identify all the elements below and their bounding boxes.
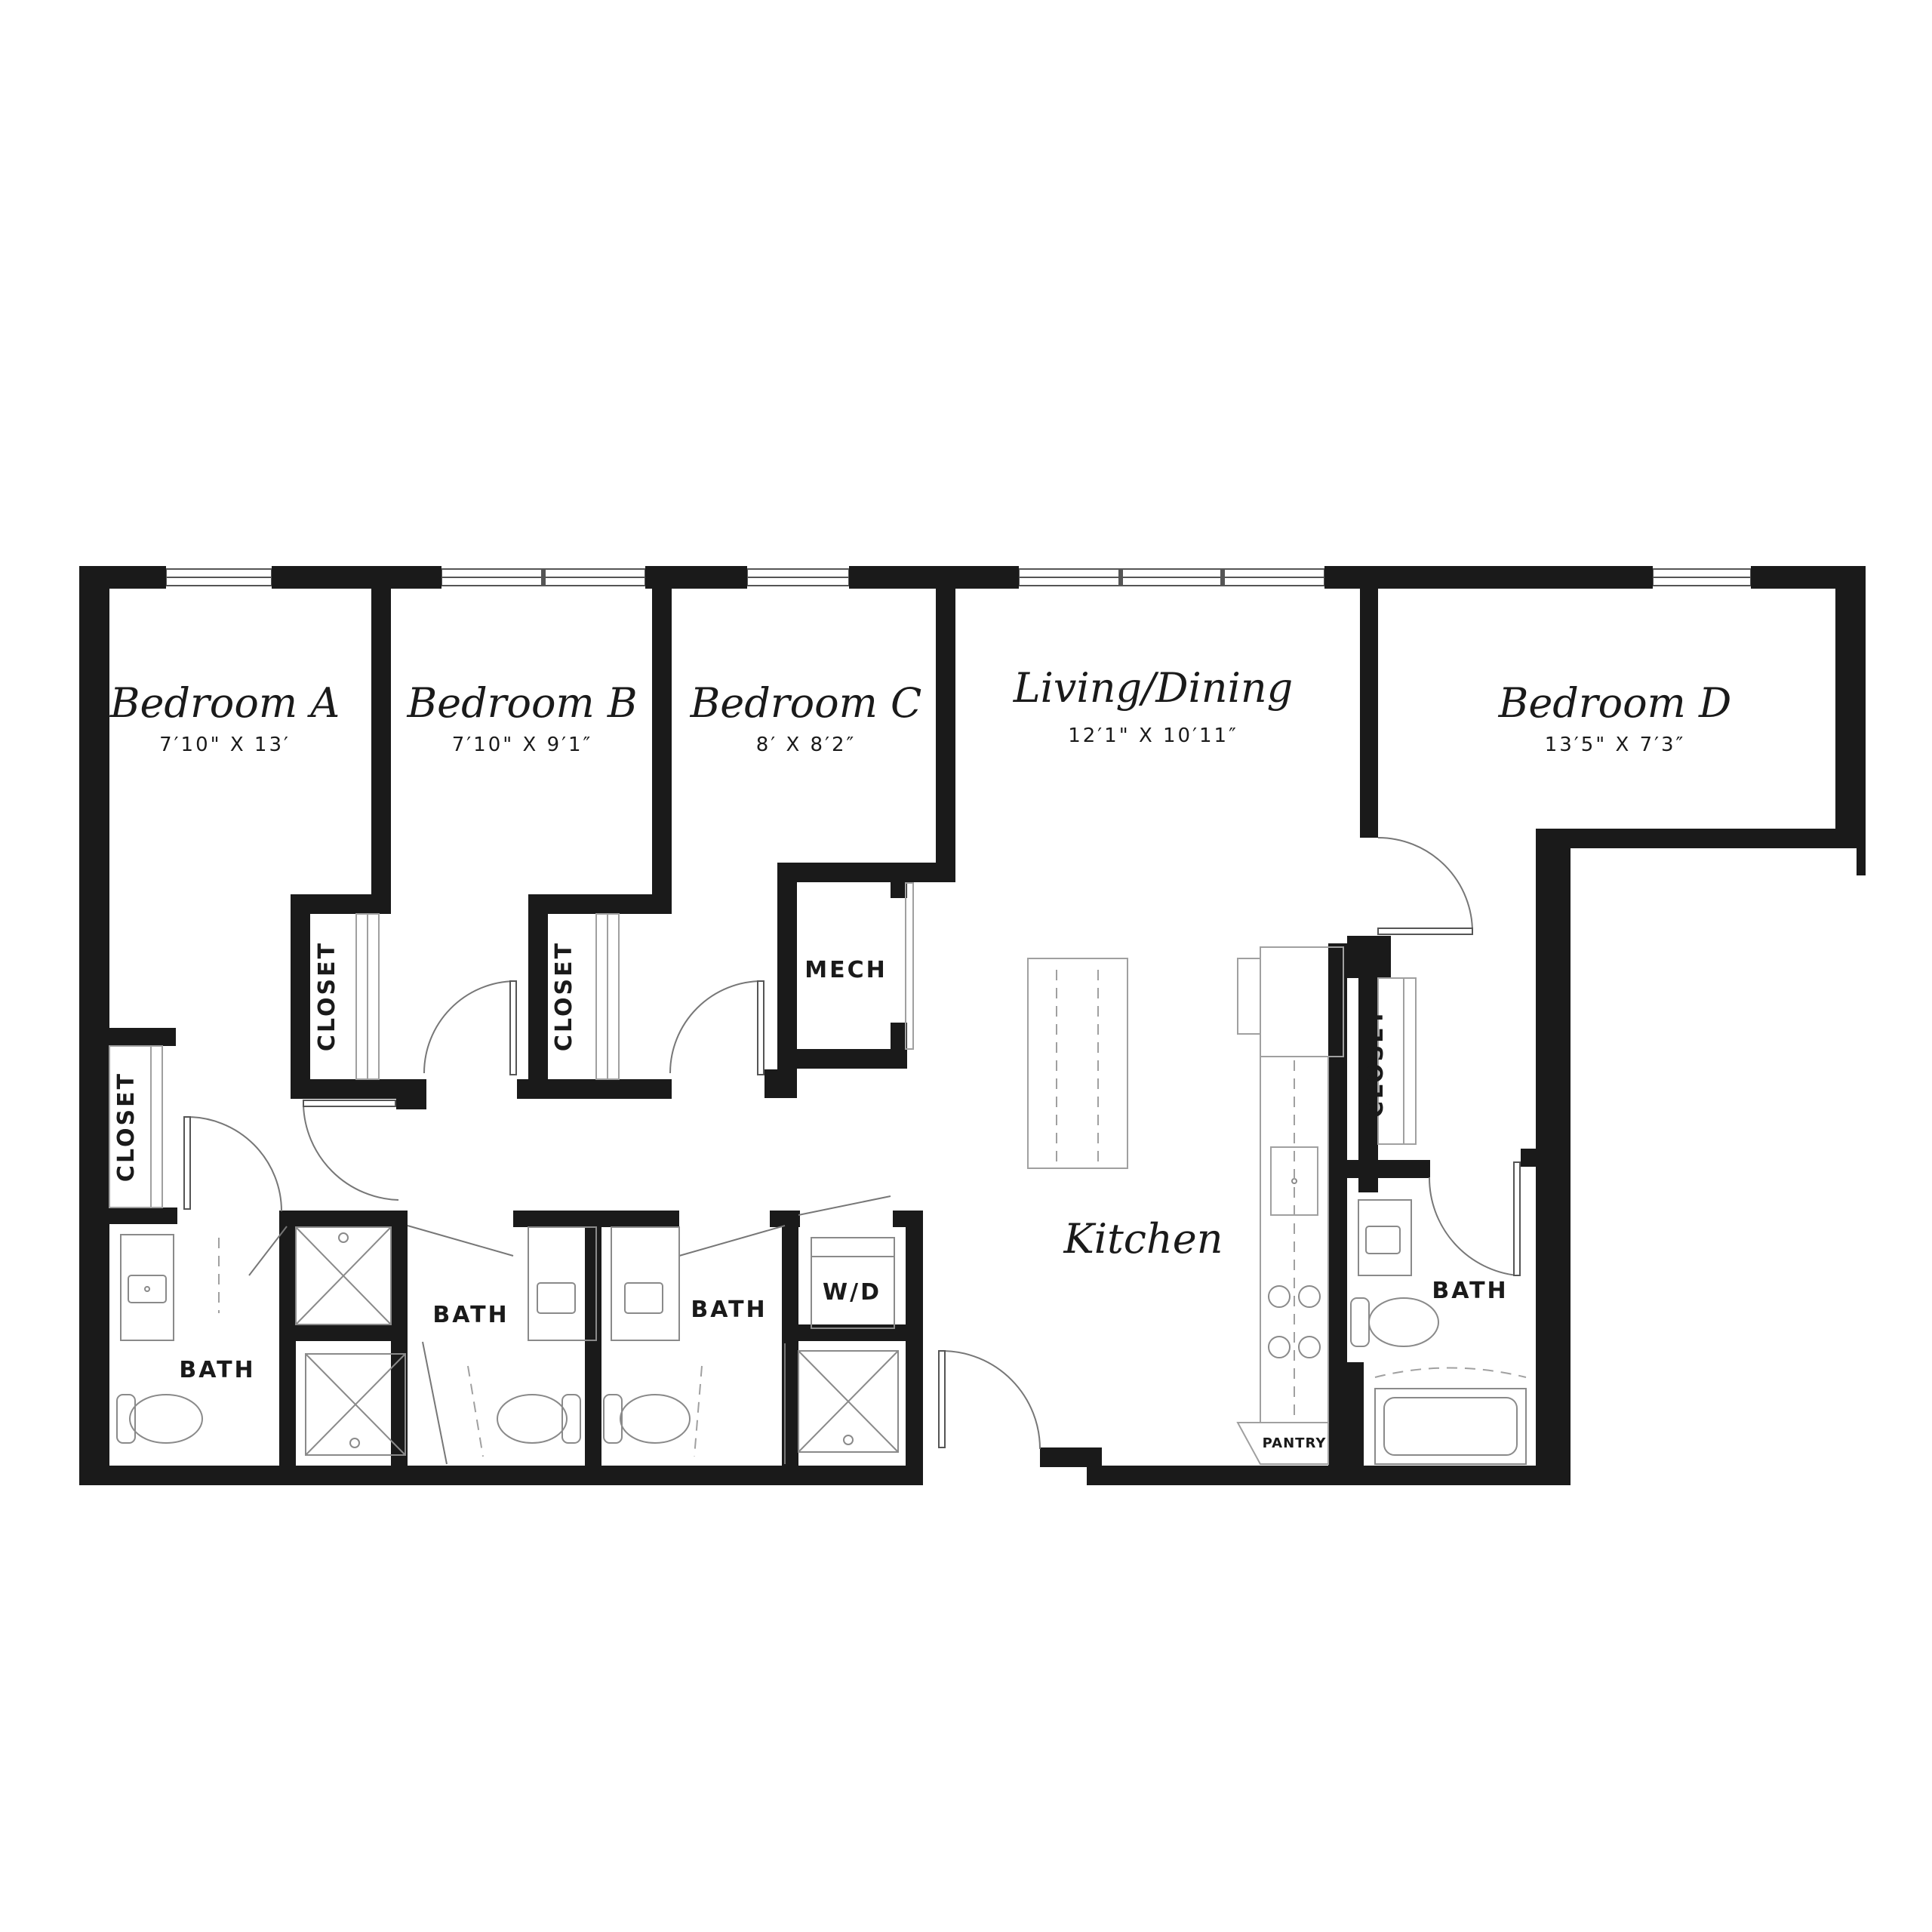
bedroom-d-name: Bedroom D xyxy=(1498,679,1732,727)
windows xyxy=(165,568,1752,586)
bath-label-mid-2: BATH xyxy=(691,1297,767,1323)
kitchen-name: Kitchen xyxy=(1063,1215,1223,1263)
wd-label: W/D xyxy=(823,1279,881,1306)
bath-label-left: BATH xyxy=(179,1357,255,1383)
closet-label-d: CLOSET xyxy=(1362,1008,1389,1118)
bedroom-b-dims: 7′10" X 9′1″ xyxy=(452,734,593,756)
closet-label-b: CLOSET xyxy=(551,941,577,1051)
living-dining-name: Living/Dining xyxy=(1013,664,1293,712)
closet-label-a: CLOSET xyxy=(314,941,340,1051)
living-dining-dims: 12′1" X 10′11″ xyxy=(1068,724,1238,747)
bedroom-a-name: Bedroom A xyxy=(109,679,340,727)
bedroom-b-name: Bedroom B xyxy=(406,679,637,727)
bedroom-a-dims: 7′10" X 13′ xyxy=(159,734,291,756)
doors xyxy=(183,837,1521,1465)
bath-label-d: BATH xyxy=(1432,1278,1508,1304)
bedroom-c-name: Bedroom C xyxy=(690,679,922,727)
bath-label-mid-1: BATH xyxy=(432,1302,509,1328)
fixtures xyxy=(109,882,1527,1465)
bedroom-d-dims: 13′5" X 7′3″ xyxy=(1545,734,1686,756)
bedroom-c-dims: 8′ X 8′2″ xyxy=(756,734,857,756)
closet-label-left: CLOSET xyxy=(113,1072,140,1182)
mech-label: MECH xyxy=(804,957,887,983)
pantry-label: PANTRY xyxy=(1263,1435,1327,1451)
room-labels: Bedroom A 7′10" X 13′ Bedroom B 7′10" X … xyxy=(109,664,1732,1451)
walls xyxy=(79,566,1866,1485)
